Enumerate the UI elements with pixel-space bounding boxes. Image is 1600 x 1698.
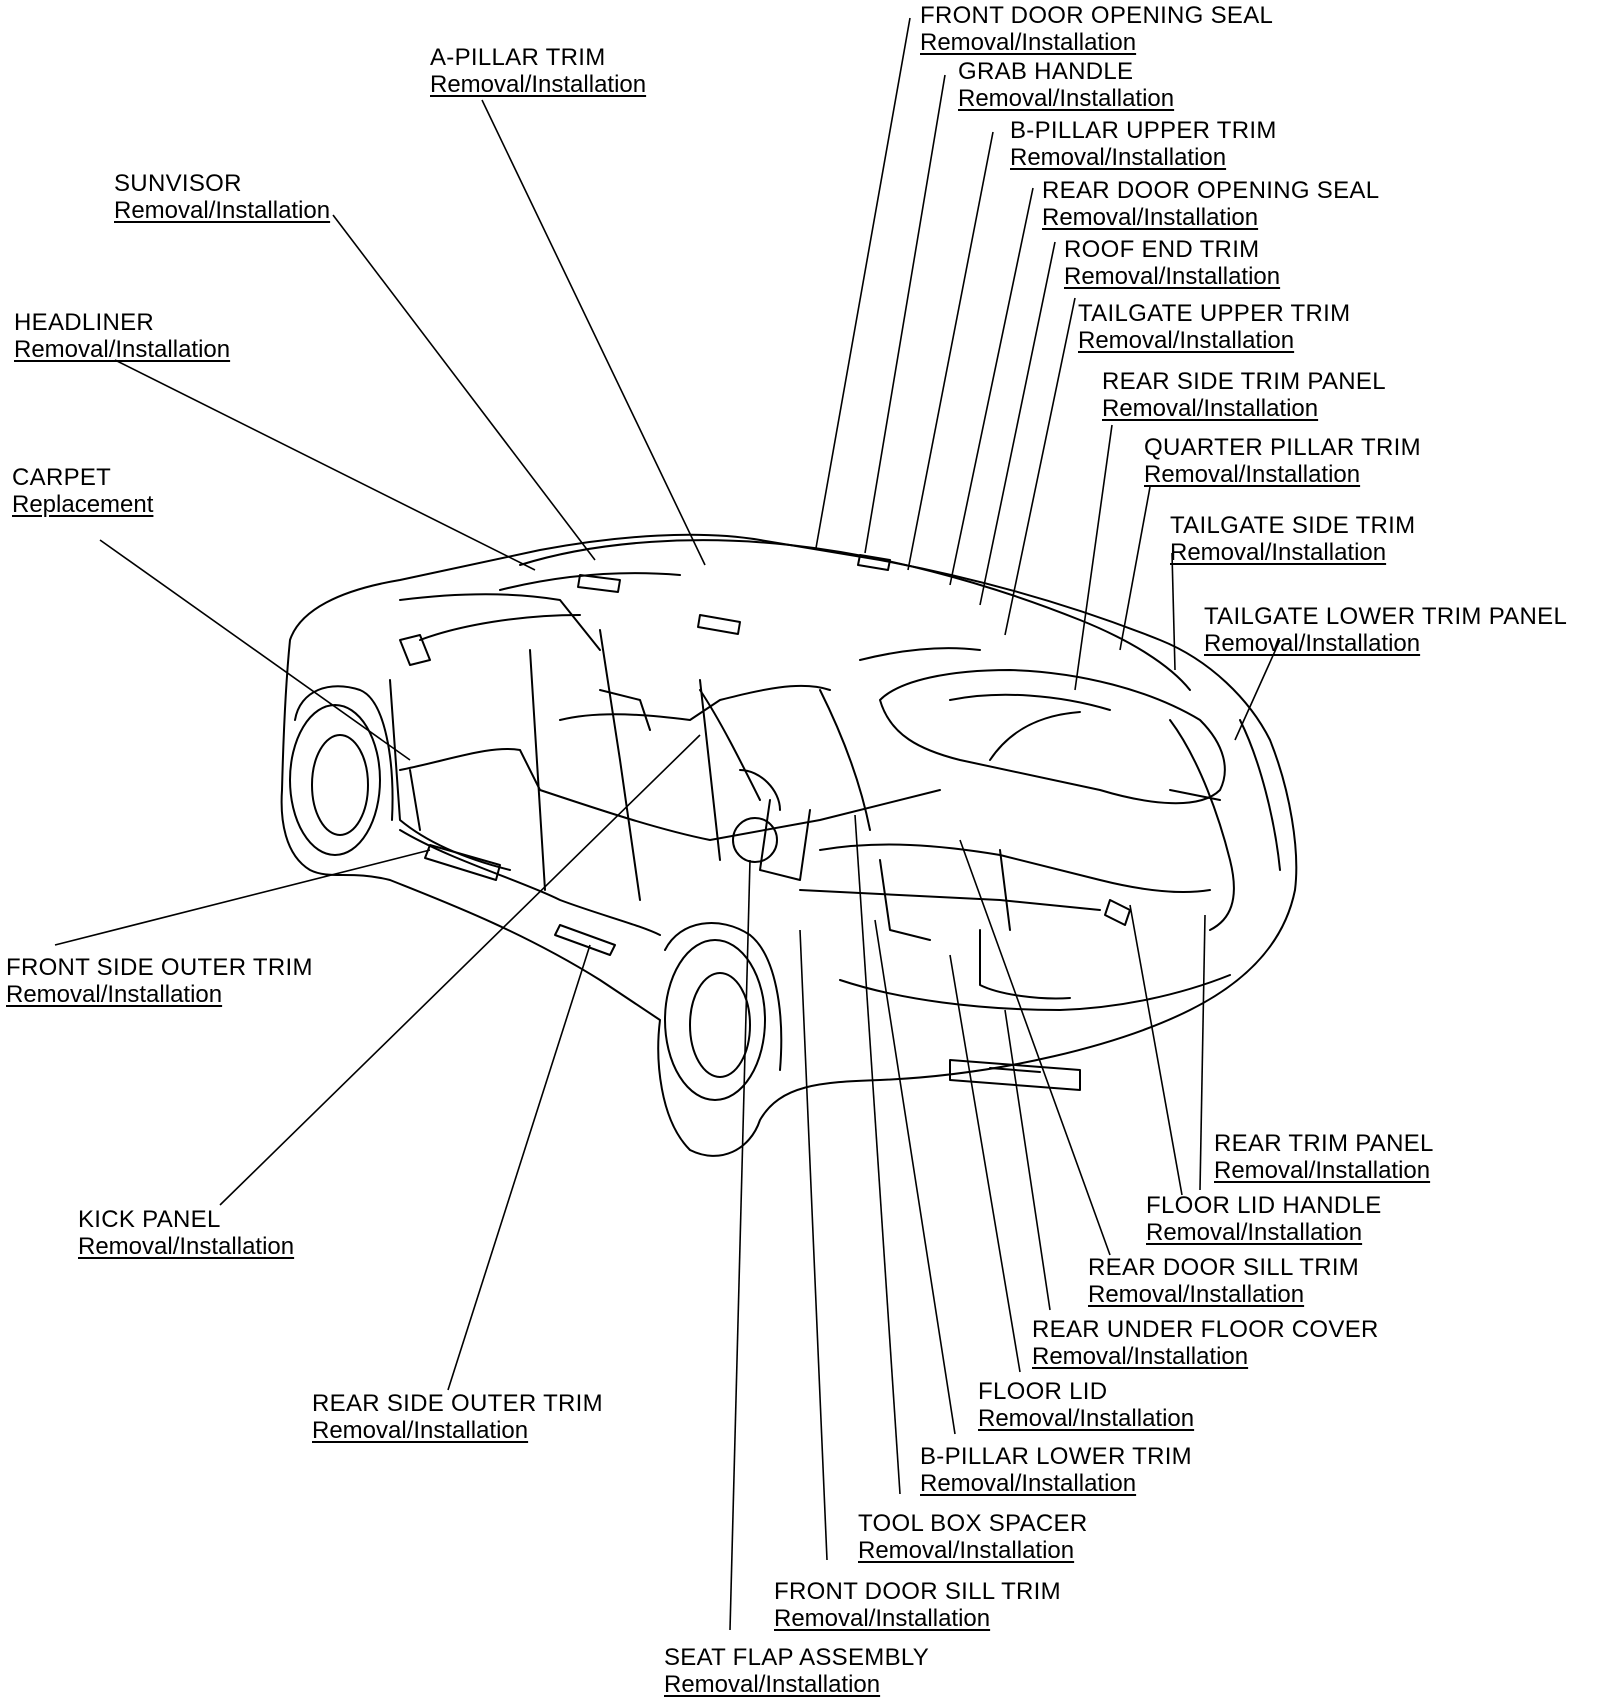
sunvisor-link[interactable]: Removal/Installation: [114, 197, 331, 224]
rear-under-floor-cover-link[interactable]: Removal/Installation: [1032, 1343, 1249, 1370]
callout-floor-lid-handle: FLOOR LID HANDLE Removal/Installation: [1146, 1192, 1382, 1246]
callout-rear-side-outer-trim: REAR SIDE OUTER TRIM Removal/Installatio…: [312, 1390, 603, 1444]
callout-title: FLOOR LID HANDLE: [1146, 1192, 1382, 1219]
callout-headliner: HEADLINER Removal/Installation: [14, 309, 230, 363]
callout-kick-panel: KICK PANEL Removal/Installation: [78, 1206, 294, 1260]
tool-box-spacer-link[interactable]: Removal/Installation: [858, 1537, 1075, 1564]
callout-floor-lid: FLOOR LID Removal/Installation: [978, 1378, 1194, 1432]
callout-title: TAILGATE LOWER TRIM PANEL: [1204, 603, 1568, 630]
callout-title: SUNVISOR: [114, 170, 242, 197]
callout-quarter-pillar-trim: QUARTER PILLAR TRIM Removal/Installation: [1144, 434, 1421, 488]
leader-lines: [54, 17, 1281, 1631]
callout-title: GRAB HANDLE: [958, 58, 1134, 85]
callout-front-side-outer-trim: FRONT SIDE OUTER TRIM Removal/Installati…: [6, 954, 313, 1008]
callout-title: FLOOR LID: [978, 1378, 1108, 1405]
callout-title: REAR SIDE TRIM PANEL: [1102, 368, 1386, 395]
tailgate-lower-trim-panel-link[interactable]: Removal/Installation: [1204, 630, 1421, 657]
rear-door-opening-seal-link[interactable]: Removal/Installation: [1042, 204, 1259, 231]
callout-tailgate-lower-trim-panel: TAILGATE LOWER TRIM PANEL Removal/Instal…: [1204, 603, 1567, 657]
roof-end-trim-link[interactable]: Removal/Installation: [1064, 263, 1281, 290]
callout-tailgate-side-trim: TAILGATE SIDE TRIM Removal/Installation: [1170, 512, 1415, 566]
callout-rear-trim-panel: REAR TRIM PANEL Removal/Installation: [1214, 1130, 1434, 1184]
carpet-link[interactable]: Replacement: [12, 491, 154, 518]
callout-title: REAR UNDER FLOOR COVER: [1032, 1316, 1379, 1343]
callout-b-pillar-lower-trim: B-PILLAR LOWER TRIM Removal/Installation: [920, 1443, 1192, 1497]
callout-title: TOOL BOX SPACER: [858, 1510, 1088, 1537]
callout-seat-flap-assembly: SEAT FLAP ASSEMBLY Removal/Installation: [664, 1644, 929, 1698]
callout-title: B-PILLAR UPPER TRIM: [1010, 117, 1277, 144]
callout-front-door-sill-trim: FRONT DOOR SILL TRIM Removal/Installatio…: [774, 1578, 1061, 1632]
a-pillar-trim-link[interactable]: Removal/Installation: [430, 71, 647, 98]
callout-title: REAR SIDE OUTER TRIM: [312, 1390, 603, 1417]
callout-front-door-opening-seal: FRONT DOOR OPENING SEAL Removal/Installa…: [920, 2, 1273, 56]
callout-sunvisor: SUNVISOR Removal/Installation: [114, 170, 330, 224]
callout-title: B-PILLAR LOWER TRIM: [920, 1443, 1192, 1470]
quarter-pillar-trim-link[interactable]: Removal/Installation: [1144, 461, 1361, 488]
floor-lid-handle-link[interactable]: Removal/Installation: [1146, 1219, 1363, 1246]
callout-title: FRONT SIDE OUTER TRIM: [6, 954, 313, 981]
callout-title: TAILGATE SIDE TRIM: [1170, 512, 1416, 539]
rear-side-outer-trim-link[interactable]: Removal/Installation: [312, 1417, 529, 1444]
headliner-link[interactable]: Removal/Installation: [14, 336, 231, 363]
callout-title: TAILGATE UPPER TRIM: [1078, 300, 1351, 327]
front-door-opening-seal-link[interactable]: Removal/Installation: [920, 29, 1137, 56]
callout-title: CARPET: [12, 464, 112, 491]
vehicle-outline: [280, 533, 1298, 1157]
seat-flap-assembly-link[interactable]: Removal/Installation: [664, 1671, 881, 1698]
callout-title: REAR DOOR SILL TRIM: [1088, 1254, 1360, 1281]
callout-rear-side-trim-panel: REAR SIDE TRIM PANEL Removal/Installatio…: [1102, 368, 1386, 422]
callout-tool-box-spacer: TOOL BOX SPACER Removal/Installation: [858, 1510, 1087, 1564]
callout-rear-under-floor-cover: REAR UNDER FLOOR COVER Removal/Installat…: [1032, 1316, 1379, 1370]
callout-title: KICK PANEL: [78, 1206, 221, 1233]
callout-rear-door-opening-seal: REAR DOOR OPENING SEAL Removal/Installat…: [1042, 177, 1379, 231]
floor-lid-link[interactable]: Removal/Installation: [978, 1405, 1195, 1432]
callout-grab-handle: GRAB HANDLE Removal/Installation: [958, 58, 1174, 112]
callout-title: REAR TRIM PANEL: [1214, 1130, 1434, 1157]
tailgate-side-trim-link[interactable]: Removal/Installation: [1170, 539, 1387, 566]
callout-title: A-PILLAR TRIM: [430, 44, 606, 71]
callout-title: QUARTER PILLAR TRIM: [1144, 434, 1421, 461]
callout-b-pillar-upper-trim: B-PILLAR UPPER TRIM Removal/Installation: [1010, 117, 1277, 171]
callout-title: FRONT DOOR OPENING SEAL: [920, 2, 1274, 29]
callout-title: SEAT FLAP ASSEMBLY: [664, 1644, 930, 1671]
b-pillar-upper-trim-link[interactable]: Removal/Installation: [1010, 144, 1227, 171]
rear-door-sill-trim-link[interactable]: Removal/Installation: [1088, 1281, 1305, 1308]
rear-side-trim-panel-link[interactable]: Removal/Installation: [1102, 395, 1319, 422]
callout-title: ROOF END TRIM: [1064, 236, 1260, 263]
callout-title: HEADLINER: [14, 309, 155, 336]
front-door-sill-trim-link[interactable]: Removal/Installation: [774, 1605, 991, 1632]
callout-a-pillar-trim: A-PILLAR TRIM Removal/Installation: [430, 44, 646, 98]
rear-trim-panel-link[interactable]: Removal/Installation: [1214, 1157, 1431, 1184]
b-pillar-lower-trim-link[interactable]: Removal/Installation: [920, 1470, 1137, 1497]
kick-panel-link[interactable]: Removal/Installation: [78, 1233, 295, 1260]
callout-tailgate-upper-trim: TAILGATE UPPER TRIM Removal/Installation: [1078, 300, 1350, 354]
callout-rear-door-sill-trim: REAR DOOR SILL TRIM Removal/Installation: [1088, 1254, 1359, 1308]
callout-roof-end-trim: ROOF END TRIM Removal/Installation: [1064, 236, 1280, 290]
grab-handle-link[interactable]: Removal/Installation: [958, 85, 1175, 112]
callout-carpet: CARPET Replacement: [12, 464, 153, 518]
callout-title: FRONT DOOR SILL TRIM: [774, 1578, 1061, 1605]
callout-title: REAR DOOR OPENING SEAL: [1042, 177, 1380, 204]
tailgate-upper-trim-link[interactable]: Removal/Installation: [1078, 327, 1295, 354]
front-side-outer-trim-link[interactable]: Removal/Installation: [6, 981, 223, 1008]
